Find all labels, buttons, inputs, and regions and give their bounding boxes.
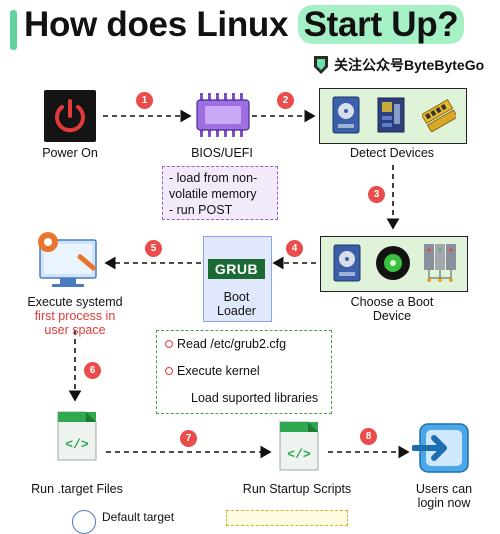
systemd-line3: user space xyxy=(44,323,106,337)
page-title: How does Linux Start Up? xyxy=(24,5,465,45)
boot-loader-line1: Boot xyxy=(223,290,250,304)
step-7: 7 xyxy=(180,430,197,447)
memory-ram-icon xyxy=(422,99,456,132)
hard-drive-icon xyxy=(333,244,361,282)
choose-boot-line2: Device xyxy=(372,309,412,323)
choose-boot-device-box xyxy=(320,236,468,292)
detect-devices-box xyxy=(319,88,467,144)
grub-note-text: Read /etc/grub2.cfg xyxy=(177,337,287,351)
title-highlight: Start Up? xyxy=(297,5,465,44)
detect-devices-label: Detect Devices xyxy=(349,146,435,160)
power-on-label: Power On xyxy=(42,146,98,160)
boot-loader-line2: Loader xyxy=(217,304,256,318)
svg-text:</>: </> xyxy=(287,447,311,462)
execute-systemd-label: Execute systemd first process in user sp… xyxy=(10,295,140,337)
default-target-text: Default target xyxy=(102,510,175,524)
boot-loader-label: Boot Loader xyxy=(203,290,270,318)
disc-icon xyxy=(376,246,410,280)
step-5: 5 xyxy=(145,240,162,257)
default-target-icon xyxy=(72,510,96,534)
flow-arrows xyxy=(68,109,410,459)
grub-note-item: Execute kernel xyxy=(165,364,260,378)
login-icon xyxy=(412,423,469,473)
bullet-icon xyxy=(165,367,173,375)
systemd-line1: Execute systemd xyxy=(27,295,123,309)
systemd-settings-icon xyxy=(38,232,97,287)
bios-note-line: - run POST xyxy=(169,203,233,217)
run-target-files-label: Run .target Files xyxy=(31,482,123,496)
grub-note: Read /etc/grub2.cfg Execute kernel Load … xyxy=(156,330,332,414)
bios-chip-icon xyxy=(196,93,250,137)
grub-note-item: Read /etc/grub2.cfg xyxy=(165,337,286,351)
bios-note-line: volatile memory xyxy=(169,187,257,201)
grub-note-text: Load suported libraries xyxy=(191,391,319,405)
step-2: 2 xyxy=(277,92,294,109)
step-6: 6 xyxy=(84,362,101,379)
title-accent-bar xyxy=(10,10,17,50)
svg-text:</>: </> xyxy=(65,437,89,452)
target-file-icon: </> xyxy=(57,411,97,461)
brand-text: 关注公众号ByteByteGo xyxy=(334,57,485,73)
step-8: 8 xyxy=(360,428,377,445)
grub-note-text: Execute kernel xyxy=(177,364,260,378)
run-startup-scripts-label: Run Startup Scripts xyxy=(242,482,352,496)
bios-label: BIOS/UEFI xyxy=(191,146,253,160)
title-prefix: How does Linux xyxy=(24,5,298,44)
boot-loader-box xyxy=(203,236,272,322)
hard-drive-icon xyxy=(332,96,360,134)
power-button-icon xyxy=(44,90,96,142)
startup-script-icon: </> xyxy=(279,421,319,471)
motherboard-icon xyxy=(377,97,405,133)
bottom-note-box xyxy=(226,510,348,526)
bytebytego-logo-icon xyxy=(314,56,328,74)
step-1: 1 xyxy=(136,92,153,109)
bios-note-line: - load from non- xyxy=(169,171,258,185)
choose-boot-device-label: Choose a Boot Device xyxy=(322,295,462,323)
choose-boot-line1: Choose a Boot xyxy=(350,295,434,309)
bullet-icon xyxy=(165,340,173,348)
grub-note-item: Load suported libraries xyxy=(191,391,318,405)
server-network-icon xyxy=(424,244,456,282)
users-login-label: Users can login now xyxy=(400,482,488,510)
step-3: 3 xyxy=(368,186,385,203)
step-4: 4 xyxy=(286,240,303,257)
bios-note: - load from non- volatile memory - run P… xyxy=(162,166,278,220)
systemd-line2: first process in xyxy=(34,309,116,323)
grub-tag: GRUB xyxy=(208,259,265,279)
brand: 关注公众号ByteByteGo xyxy=(312,55,484,75)
login-line2: login now xyxy=(417,496,471,510)
login-line1: Users can xyxy=(415,482,473,496)
